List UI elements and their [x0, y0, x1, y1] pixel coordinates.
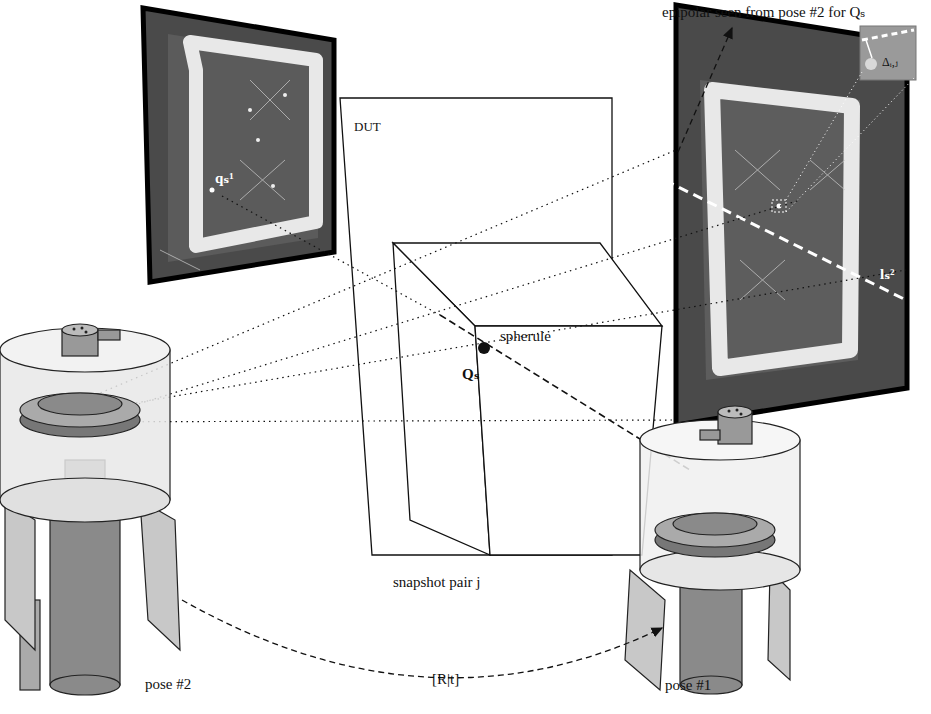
- pose-label: pose #1: [665, 677, 711, 694]
- epipolar-line-label: lₛ²: [880, 266, 895, 283]
- pose-label: pose #2: [145, 676, 191, 693]
- callout-text: epipolar seen from pose #2 for Qₛ: [662, 4, 865, 21]
- point-label: Qₛ: [462, 366, 480, 383]
- part-name: DUT: [354, 120, 381, 134]
- distance-label: Δᵢ,ⱼ: [882, 56, 898, 69]
- image-point-label: qₛ¹: [215, 170, 234, 187]
- transform-label: [R|t]: [432, 671, 459, 688]
- part-name: spherule: [500, 328, 551, 345]
- callout-text: snapshot pair j: [393, 574, 481, 591]
